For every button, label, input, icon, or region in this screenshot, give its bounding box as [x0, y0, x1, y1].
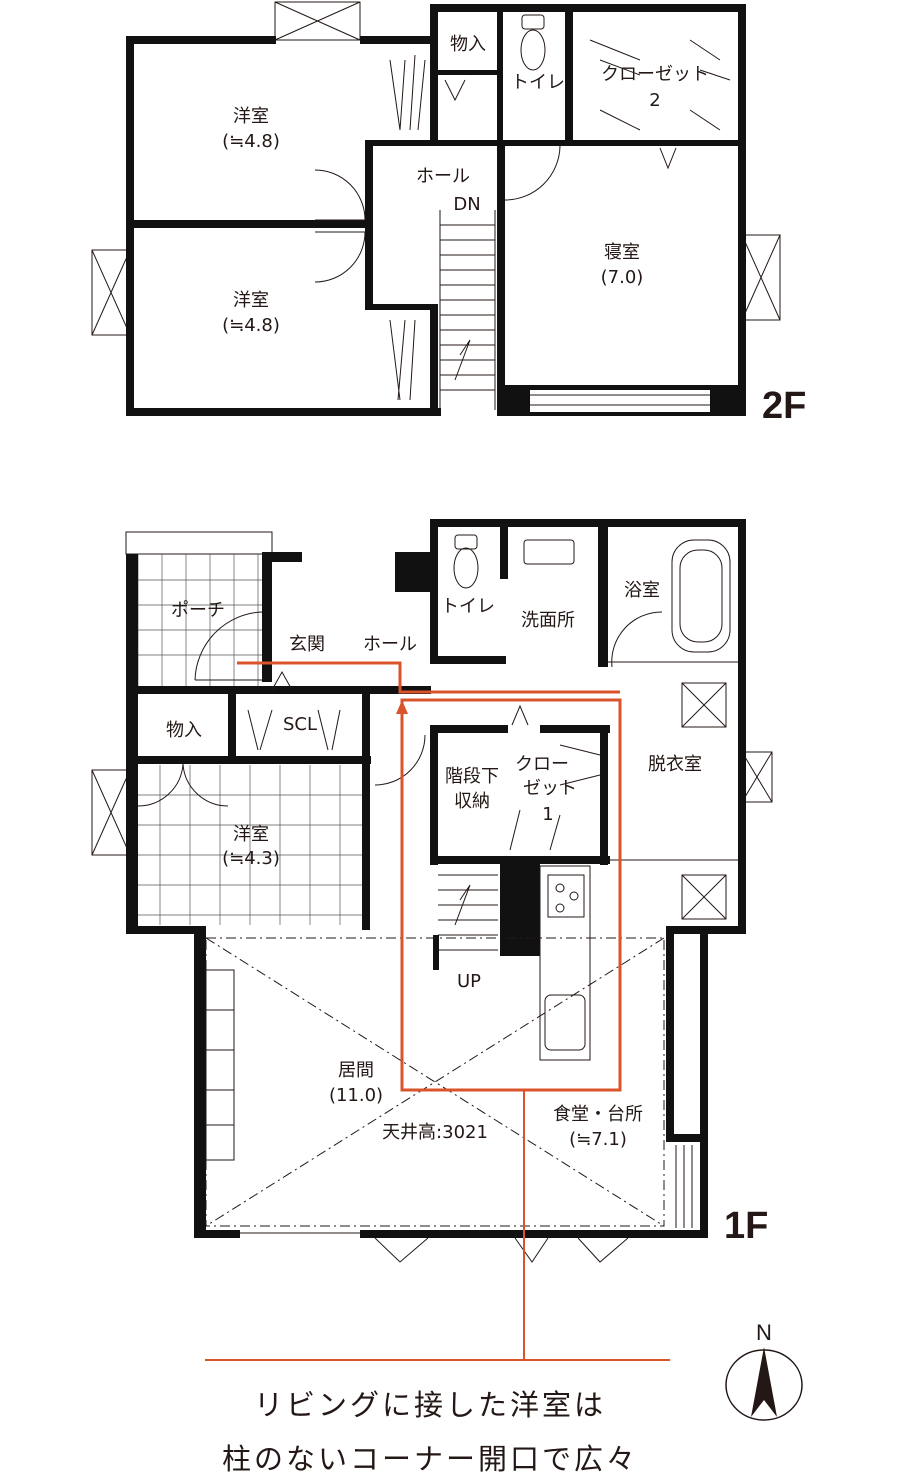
- room-1f-ima-size: (11.0): [329, 1085, 383, 1106]
- room-1f-dining-name: 食堂・台所: [553, 1104, 643, 1125]
- window-2f-top: [274, 1, 361, 41]
- room-2f-youshitsu-2-name: 洋室: [233, 290, 269, 311]
- room-1f-porch: ポーチ: [171, 600, 225, 621]
- floor-2-plan: 洋室 (≒4.8) 洋室 (≒4.8) 物入 トイレ クローゼット 2 ホール …: [91, 1, 806, 427]
- room-2f-shinshitsu-name: 寝室: [604, 242, 640, 263]
- highlight-area: [400, 698, 622, 1092]
- door-2f-bedroom: [504, 145, 561, 201]
- floor-label-1f: 1F: [724, 1205, 768, 1247]
- room-1f-closet-1: クロー: [515, 754, 569, 775]
- caption-line-2: 柱のないコーナー開口で広々: [221, 1442, 638, 1476]
- room-1f-yokushitsu: 浴室: [624, 580, 660, 601]
- room-1f-toilet: トイレ: [441, 596, 495, 617]
- room-2f-youshitsu-1-size: (≒4.8): [222, 131, 280, 152]
- room-1f-dining-size: (≒7.1): [569, 1129, 627, 1150]
- room-1f-scl: SCL: [283, 714, 317, 735]
- room-1f-kaidanshita-1: 階段下: [445, 766, 499, 787]
- floor-label-2f: 2F: [762, 385, 806, 427]
- room-1f-hall: ホール: [363, 634, 417, 655]
- room-1f-youshitsu-size: (≒4.3): [222, 848, 280, 869]
- room-1f-youshitsu-name: 洋室: [233, 824, 269, 845]
- room-1f-monoire: 物入: [166, 720, 202, 741]
- washbasin: [523, 539, 575, 565]
- door-yoshitsu: [374, 734, 426, 786]
- room-1f-genkan: 玄関: [289, 634, 325, 655]
- arrow-up-icon: [396, 700, 408, 714]
- door-2f-room1: [314, 169, 366, 221]
- toilet-bowl: [453, 547, 479, 589]
- room-2f-closet-num: 2: [649, 90, 660, 111]
- room-2f-shinshitsu-size: (7.0): [601, 267, 644, 288]
- door-2f-room2: [314, 231, 366, 283]
- stairs-2f: [439, 210, 496, 410]
- room-1f-closet-2: ゼット: [523, 778, 577, 799]
- room-2f-youshitsu-2-size: (≒4.8): [222, 315, 280, 336]
- room-2f-youshitsu-1-name: 洋室: [233, 106, 269, 127]
- highlight-path: [205, 661, 670, 1361]
- compass-icon: N: [725, 1320, 803, 1421]
- room-1f-kaidanshita-2: 収納: [454, 791, 490, 812]
- room-2f-closet-name: クローゼット: [601, 64, 709, 85]
- room-2f-monoire: 物入: [450, 34, 486, 55]
- door-bath: [611, 611, 663, 668]
- room-1f-senmenjo: 洗面所: [521, 610, 575, 631]
- room-1f-closet-num: 1: [542, 804, 553, 825]
- caption-line-1: リビングに接した洋室は: [253, 1388, 606, 1422]
- door-entrance: [194, 611, 263, 681]
- stairs-2f-dn: DN: [453, 194, 480, 215]
- stairs-1f: [433, 874, 498, 970]
- room-1f-ima-name: 居間: [338, 1060, 374, 1081]
- floor-1-plan: ポーチ 玄関 ホール トイレ 洗面所 浴室 物入 SCL 洋室 (≒4.3) 階…: [91, 519, 773, 1361]
- room-1f-datsuishitsu: 脱衣室: [648, 754, 702, 775]
- compass-north-label: N: [756, 1320, 772, 1345]
- room-2f-toilet: トイレ: [511, 72, 565, 93]
- kitchen-counter: [539, 865, 591, 1061]
- stairs-1f-up: UP: [457, 971, 481, 992]
- ceiling-height: 天井高:3021: [382, 1122, 488, 1143]
- room-2f-hall: ホール: [416, 166, 470, 187]
- sink: [544, 994, 586, 1051]
- door-monoire: [137, 763, 229, 807]
- stove: [547, 874, 585, 918]
- bathtub: [671, 539, 731, 653]
